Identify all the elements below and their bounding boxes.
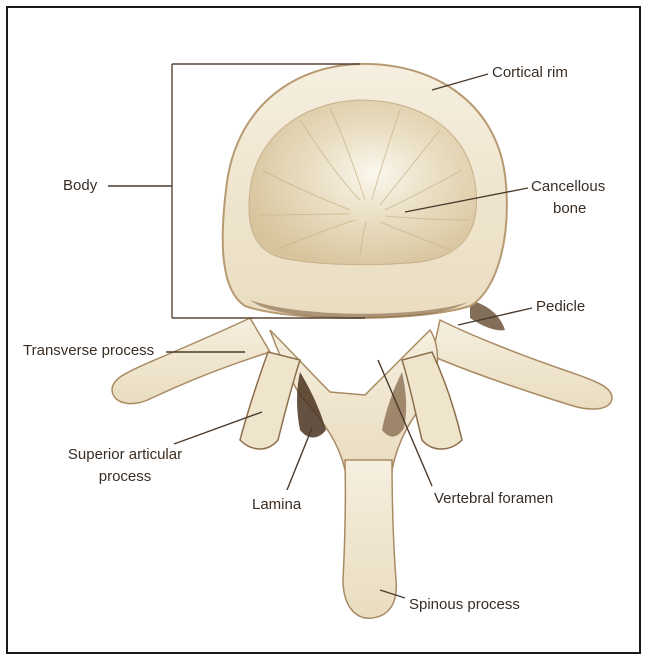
label-cancellous-bone-line2: bone — [553, 200, 586, 218]
label-cortical-rim: Cortical rim — [492, 64, 568, 82]
right-transverse-process — [432, 320, 612, 409]
label-pedicle: Pedicle — [536, 298, 585, 316]
spinous-process — [343, 460, 396, 618]
label-body: Body — [63, 177, 97, 195]
label-transverse-process: Transverse process — [23, 342, 154, 360]
label-superior-articular-line2: process — [50, 468, 200, 486]
left-transverse-process — [112, 318, 270, 404]
label-cancellous-bone-line1: Cancellous — [531, 178, 605, 196]
label-superior-articular-line1: Superior articular — [50, 446, 200, 464]
label-spinous-process: Spinous process — [409, 596, 520, 614]
left-superior-articular-process — [240, 352, 300, 449]
leader-lamina — [287, 428, 312, 490]
label-vertebral-foramen: Vertebral foramen — [434, 490, 553, 508]
label-lamina: Lamina — [252, 496, 301, 514]
